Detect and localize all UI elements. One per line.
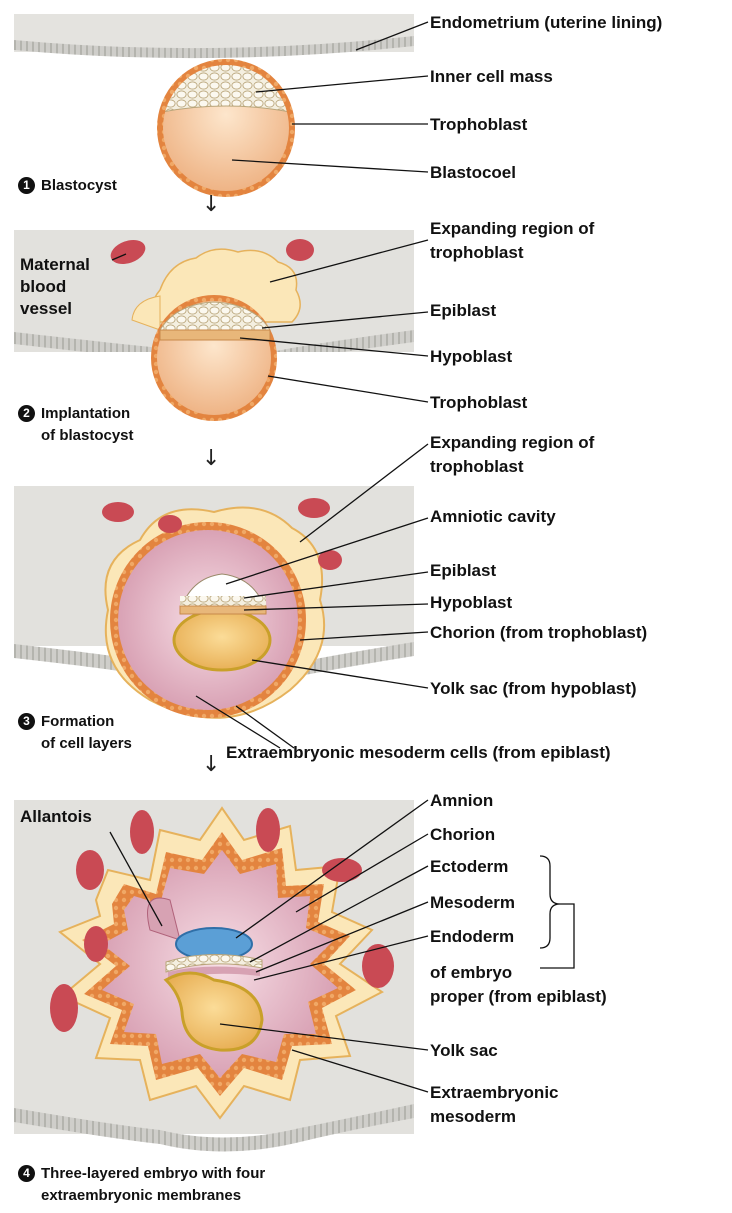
label-chorion: Chorion (from trophoblast)	[430, 622, 647, 643]
step-number: 3	[18, 713, 35, 730]
label-amniotic-cavity: Amniotic cavity	[430, 506, 556, 527]
panel-1-blastocyst	[14, 14, 428, 194]
label-maternal-blood-vessel-3: vessel	[20, 298, 72, 319]
label-chorion: Chorion	[430, 824, 495, 845]
label-hypoblast: Hypoblast	[430, 346, 512, 367]
label-hypoblast: Hypoblast	[430, 592, 512, 613]
label-epiblast: Epiblast	[430, 560, 496, 581]
panel-3-title-line2: of cell layers	[41, 734, 132, 753]
maternal-blood-vessel	[298, 498, 330, 518]
bracket-inner	[540, 856, 560, 948]
label-endoderm: Endoderm	[430, 926, 514, 947]
label-maternal-blood-vessel-2: blood	[20, 276, 66, 297]
maternal-blood-vessel	[50, 984, 78, 1032]
label-extraembryonic-2: mesoderm	[430, 1106, 516, 1127]
panel-4-title-line2: extraembryonic membranes	[41, 1186, 241, 1205]
maternal-blood-vessel	[158, 515, 182, 533]
inner-cell-mass	[162, 62, 290, 112]
label-yolk-sac: Yolk sac	[430, 1040, 498, 1061]
label-trophoblast: Trophoblast	[430, 114, 527, 135]
label-expanding-region-1: Expanding region of	[430, 432, 594, 453]
label-blastocoel: Blastocoel	[430, 162, 516, 183]
arrow-down-icon: ↓	[202, 446, 220, 471]
label-expanding-region-1: Expanding region of	[430, 218, 594, 239]
maternal-blood-vessel	[362, 944, 394, 988]
label-extraembryonic-1: Extraembryonic	[430, 1082, 559, 1103]
label-yolk-sac: Yolk sac (from hypoblast)	[430, 678, 637, 699]
label-expanding-region-2: trophoblast	[430, 242, 524, 263]
panel-3-cell-layers	[14, 444, 428, 748]
label-allantois: Allantois	[20, 806, 92, 827]
label-expanding-region-2: trophoblast	[430, 456, 524, 477]
label-endometrium: Endometrium (uterine lining)	[430, 12, 662, 33]
panel-3-title: 3Formation	[18, 712, 114, 731]
panel-2-title: 2Implantation	[18, 404, 130, 423]
maternal-blood-vessel	[76, 850, 104, 890]
bracket-outer	[540, 904, 574, 968]
epiblast	[180, 596, 266, 606]
step-number: 1	[18, 177, 35, 194]
maternal-blood-vessel	[256, 808, 280, 852]
label-inner-cell-mass: Inner cell mass	[430, 66, 553, 87]
step-number: 2	[18, 405, 35, 422]
step-number: 4	[18, 1165, 35, 1182]
label-extraembryonic-mesoderm-cells: Extraembryonic mesoderm cells (from epib…	[226, 742, 611, 763]
label-epiblast: Epiblast	[430, 300, 496, 321]
arrow-down-icon: ↓	[202, 752, 220, 777]
maternal-blood-vessel	[102, 502, 134, 522]
label-of-embryo-2: proper (from epiblast)	[430, 986, 607, 1007]
label-amnion: Amnion	[430, 790, 493, 811]
label-maternal-blood-vessel-1: Maternal	[20, 254, 90, 275]
panel-2-title-line2: of blastocyst	[41, 426, 134, 445]
label-mesoderm: Mesoderm	[430, 892, 515, 913]
label-trophoblast: Trophoblast	[430, 392, 527, 413]
hypoblast	[160, 330, 270, 340]
arrow-down-icon: ↓	[202, 192, 220, 217]
maternal-blood-vessel	[84, 926, 108, 962]
panel-1-title: 1Blastocyst	[18, 176, 117, 195]
maternal-blood-vessel	[286, 239, 314, 261]
label-of-embryo-1: of embryo	[430, 962, 512, 983]
label-ectoderm: Ectoderm	[430, 856, 508, 877]
maternal-blood-vessel	[130, 810, 154, 854]
panel-4-title: 4Three-layered embryo with four	[18, 1164, 265, 1183]
